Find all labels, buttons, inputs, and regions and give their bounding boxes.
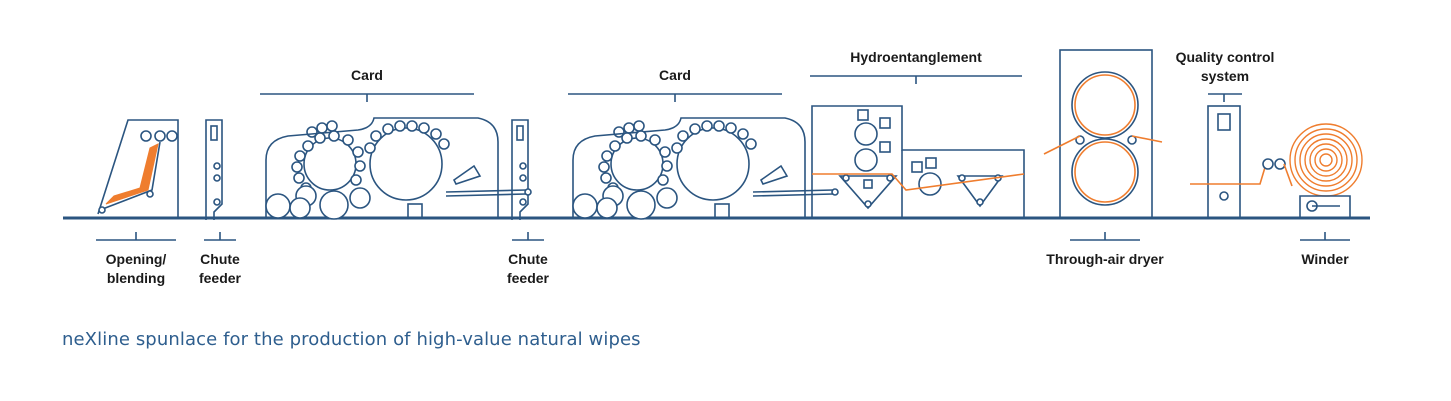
bracket-card-2: [568, 93, 782, 102]
bracket-winder: [1300, 232, 1350, 241]
card-machine-1: [265, 117, 532, 220]
bracket-opening: [96, 232, 176, 241]
bracket-quality-control: [1208, 93, 1242, 102]
bracket-dryer: [1070, 232, 1140, 241]
label-hydroentanglement: Hydroentanglement: [850, 49, 982, 65]
label-card-2: Card: [659, 67, 691, 83]
bracket-chute-2: [512, 232, 544, 241]
chute-feeder-2: [511, 119, 529, 221]
label-chute-1-line1: Chute: [200, 251, 240, 267]
label-opening-line2: blending: [107, 270, 165, 286]
chute-feeder-1: [205, 119, 223, 221]
label-chute-1-line2: feeder: [199, 270, 242, 286]
diagram-caption: neXline spunlace for the production of h…: [62, 329, 641, 350]
bracket-hydroentanglement: [810, 75, 1022, 84]
quality-control-system: [1190, 105, 1286, 219]
card-machine-2: [572, 117, 839, 220]
bracket-chute-1: [204, 232, 236, 241]
label-chute-2-line1: Chute: [508, 251, 548, 267]
through-air-dryer: [1043, 49, 1163, 219]
bracket-card-1: [260, 93, 474, 102]
winder-machine: [1283, 123, 1363, 218]
label-chute-2-line2: feeder: [507, 270, 550, 286]
label-quality-control-line2: system: [1201, 68, 1249, 84]
label-quality-control-line1: Quality control: [1176, 49, 1275, 65]
hydroentanglement-machine: [811, 105, 1025, 218]
label-opening-line1: Opening/: [106, 251, 167, 267]
label-winder: Winder: [1301, 251, 1349, 267]
label-card-1: Card: [351, 67, 383, 83]
label-dryer: Through-air dryer: [1046, 251, 1164, 267]
opening-blending-machine: [97, 119, 179, 218]
